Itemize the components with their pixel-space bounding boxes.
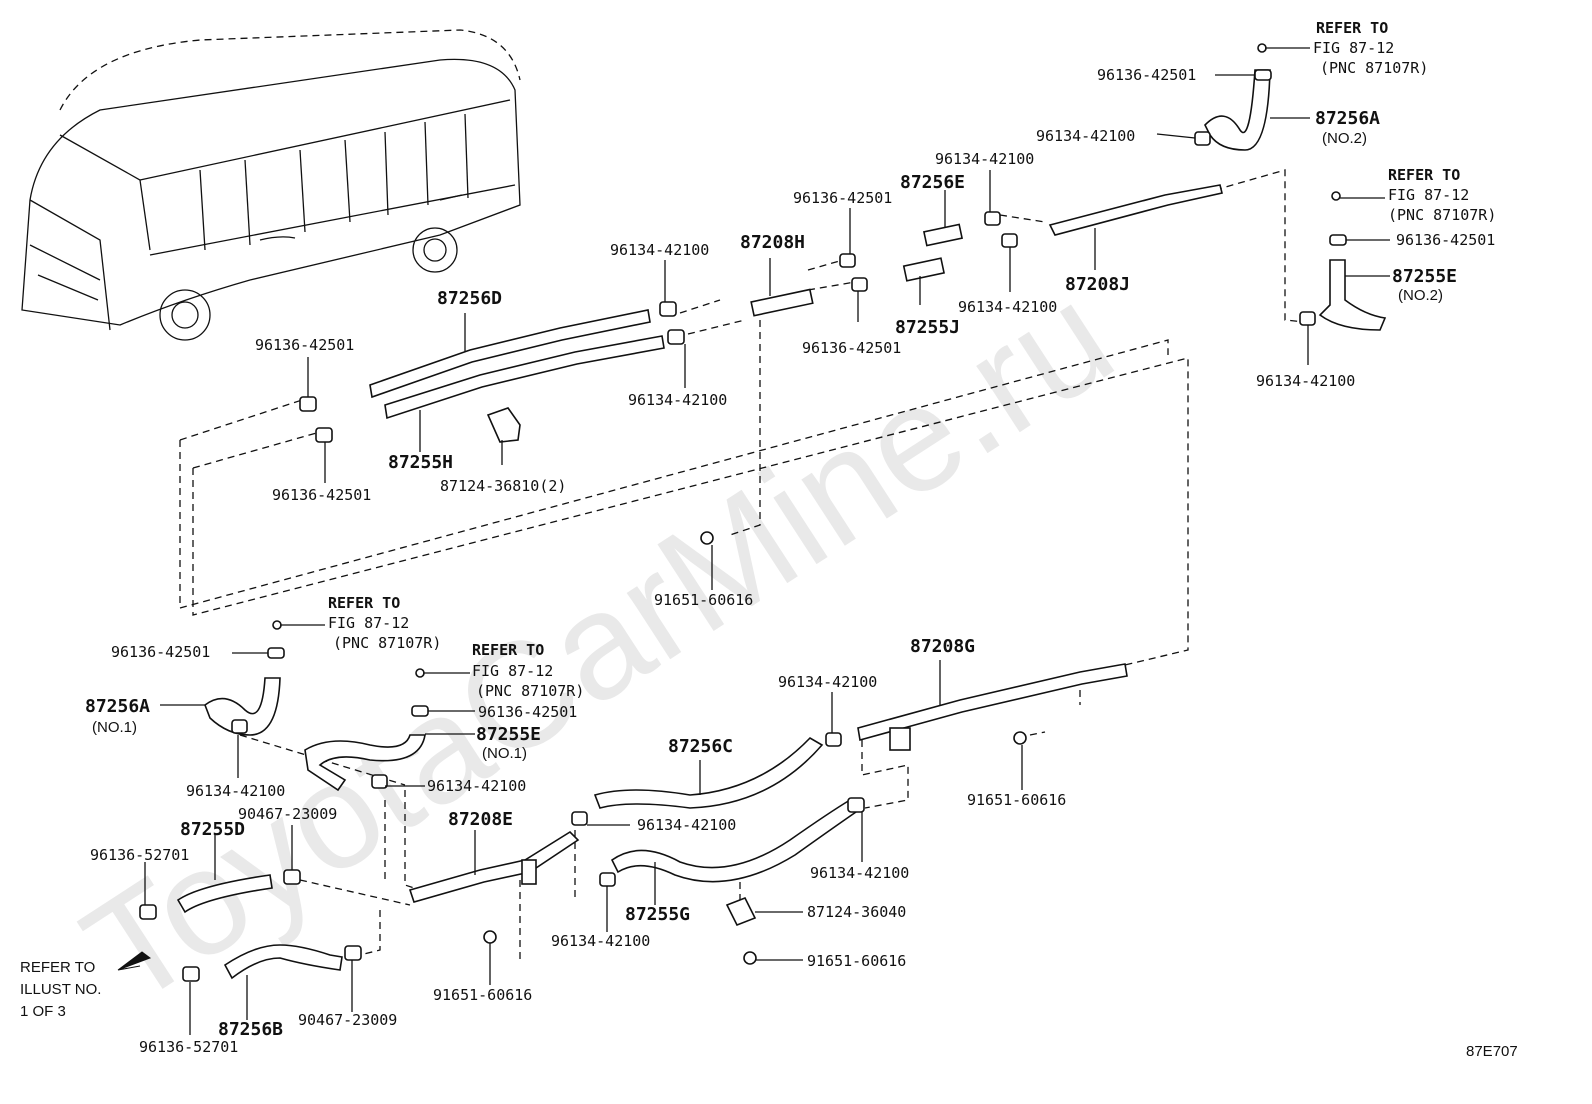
label-96136-42501: 96136-42501 <box>255 336 354 354</box>
label-refer-right: REFER TO <box>1388 166 1460 184</box>
label-pnc-right: (PNC 87107R) <box>1388 206 1496 224</box>
label-96136-52701: 96136-52701 <box>90 846 189 864</box>
labels: REFER TO FIG 87-12 (PNC 87107R) 96136-42… <box>20 19 1518 1060</box>
label-87255h: 87255H <box>388 452 453 473</box>
label-96136-42501: 96136-42501 <box>272 486 371 504</box>
label-96136-42501: 96136-42501 <box>1396 231 1495 249</box>
connector-87208h <box>750 288 814 317</box>
label-87256a-no1: 87256A <box>85 696 150 717</box>
label-96134-42100: 96134-42100 <box>551 932 650 950</box>
label-87256e: 87256E <box>900 172 965 193</box>
bracket-87208g <box>889 727 911 751</box>
hose-87255d <box>176 874 273 914</box>
hose-87256c <box>593 736 824 809</box>
label-96134-42100: 96134-42100 <box>810 864 909 882</box>
label-pnc-top: (PNC 87107R) <box>1320 59 1428 77</box>
label-refer-top: REFER TO <box>1316 19 1388 37</box>
label-pnc-left: (PNC 87107R) <box>333 634 441 652</box>
label-91651-60616: 91651-60616 <box>807 952 906 970</box>
note-refer-line2: ILLUST NO. <box>20 981 101 998</box>
watermark: ToyotaCarMine.ru <box>56 251 1140 1037</box>
label-87255j: 87255J <box>895 317 960 338</box>
label-87255e-no1: 87255E <box>476 724 541 745</box>
bus-illustration <box>21 29 521 341</box>
label-96134-42100: 96134-42100 <box>958 298 1057 316</box>
note-refer-line1: REFER TO <box>20 959 95 976</box>
figure-code: 87E707 <box>1466 1043 1518 1060</box>
label-96136-42501: 96136-42501 <box>1097 66 1196 84</box>
label-96134-42100: 96134-42100 <box>610 241 709 259</box>
clips <box>139 43 1347 982</box>
label-87124-36040: 87124-36040 <box>807 903 906 921</box>
hose-87256e <box>922 223 964 247</box>
pipe-87208j <box>1048 184 1223 236</box>
label-96134-42100: 96134-42100 <box>1036 127 1135 145</box>
label-no1-a: (NO.1) <box>92 719 137 736</box>
label-no1-e: (NO.1) <box>482 745 527 762</box>
note-refer-line3: 1 OF 3 <box>20 1003 66 1020</box>
label-87256a-no2: 87256A <box>1315 108 1380 129</box>
label-pnc-mid: (PNC 87107R) <box>476 682 584 700</box>
label-87208j: 87208J <box>1065 274 1130 295</box>
label-87208g: 87208G <box>910 636 975 657</box>
label-87124-36810: 87124-36810(2) <box>440 477 566 495</box>
label-no2-a: (NO.2) <box>1322 130 1367 147</box>
hose-87255h <box>384 335 665 420</box>
label-96136-42501: 96136-42501 <box>111 643 210 661</box>
label-96134-42100: 96134-42100 <box>628 391 727 409</box>
label-96136-42501: 96136-42501 <box>802 339 901 357</box>
hose-87256d <box>369 309 651 399</box>
clamp-87124-36810 <box>486 407 521 443</box>
label-refer-mid: REFER TO <box>472 641 544 659</box>
label-87256b: 87256B <box>218 1019 283 1040</box>
label-87255g: 87255G <box>625 904 690 925</box>
label-91651-60616: 91651-60616 <box>967 791 1066 809</box>
bracket-87208e <box>521 859 537 885</box>
label-96134-42100: 96134-42100 <box>186 782 285 800</box>
clamp-87124-36040 <box>725 896 757 927</box>
guide-lines <box>179 169 1306 960</box>
label-87256c: 87256C <box>668 736 733 757</box>
hose-87256a-no2 <box>1204 69 1271 151</box>
pipe-87208e <box>408 830 580 903</box>
label-87256d: 87256D <box>437 288 502 309</box>
label-91651-60616: 91651-60616 <box>654 591 753 609</box>
label-87255d: 87255D <box>180 819 245 840</box>
hose-87255e-no1 <box>304 734 426 792</box>
label-87255e-no2: 87255E <box>1392 266 1457 287</box>
label-fig-top: FIG 87-12 <box>1313 39 1394 57</box>
label-90467-23009: 90467-23009 <box>298 1011 397 1029</box>
label-87208h: 87208H <box>740 232 805 253</box>
label-91651-60616: 91651-60616 <box>433 986 532 1004</box>
label-96134-42100: 96134-42100 <box>427 777 526 795</box>
label-87208e: 87208E <box>448 809 513 830</box>
hose-87255j <box>902 257 945 282</box>
hose-87255e-no2 <box>1318 259 1387 331</box>
label-fig-right: FIG 87-12 <box>1388 186 1469 204</box>
label-96134-42100: 96134-42100 <box>778 673 877 691</box>
label-fig-mid: FIG 87-12 <box>472 662 553 680</box>
label-96134-42100: 96134-42100 <box>1256 372 1355 390</box>
label-refer-left: REFER TO <box>328 594 400 612</box>
label-96136-42501: 96136-42501 <box>793 189 892 207</box>
label-fig-left: FIG 87-12 <box>328 614 409 632</box>
hose-87256b <box>223 944 343 980</box>
label-96134-42100: 96134-42100 <box>637 816 736 834</box>
label-96134-42100: 96134-42100 <box>935 150 1034 168</box>
label-90467-23009: 90467-23009 <box>238 805 337 823</box>
label-96136-42501: 96136-42501 <box>478 703 577 721</box>
leaders <box>117 47 1390 1035</box>
parts <box>176 69 1387 980</box>
label-96136-52701: 96136-52701 <box>139 1038 238 1056</box>
label-no2-e: (NO.2) <box>1398 287 1443 304</box>
